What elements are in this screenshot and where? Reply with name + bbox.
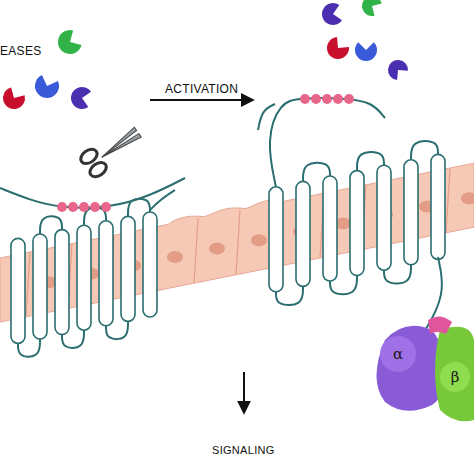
subunit-label: α	[380, 336, 416, 372]
tethered-ligand-bead	[322, 94, 332, 104]
figure-label: SIGNALING	[212, 444, 275, 456]
cell-nucleus	[209, 243, 225, 255]
subunit-shape	[380, 336, 416, 372]
epithelium	[0, 163, 474, 322]
transmembrane-helix	[143, 212, 157, 317]
protease-icon	[69, 85, 91, 110]
transmembrane-helix	[77, 225, 91, 330]
transmembrane-helix	[55, 230, 69, 335]
cell-nucleus	[167, 251, 183, 263]
protease-icon	[323, 35, 352, 64]
transmembrane-helix	[431, 154, 445, 259]
tethered-ligand-bead	[79, 202, 89, 212]
transmembrane-helix	[121, 216, 135, 321]
activation-arrow	[150, 99, 252, 101]
transmembrane-helix	[33, 234, 47, 339]
protease-icon	[54, 27, 84, 58]
figure-label: EASES	[0, 44, 42, 58]
tethered-ligand-bead	[57, 202, 67, 212]
transmembrane-helix	[350, 171, 364, 276]
g-protein-gamma	[428, 316, 452, 334]
g-protein-subunit: α	[380, 336, 416, 372]
g-protein-beta	[435, 327, 474, 422]
g-protein-subunit: β	[440, 362, 470, 392]
par-receptor-active	[269, 141, 445, 305]
signaling-arrow	[243, 372, 245, 412]
transmembrane-helix	[99, 221, 113, 326]
protease-icon	[320, 2, 342, 27]
protease-icon	[355, 42, 377, 61]
cell-border	[194, 218, 198, 282]
subunit-label: β	[440, 362, 470, 392]
subunit-shape	[440, 362, 470, 392]
cell-border	[26, 252, 30, 316]
cell-layer	[0, 163, 474, 322]
scissors-icon	[78, 121, 146, 180]
cell-nucleus	[251, 234, 267, 246]
tethered-ligand-bead	[344, 94, 354, 104]
n-terminus	[258, 104, 275, 130]
n-terminus	[150, 190, 175, 210]
tethered-ligand-bead	[101, 202, 111, 212]
cell-border	[446, 168, 450, 232]
n-terminus	[270, 98, 385, 187]
protease-icon	[384, 56, 410, 82]
g-protein-alpha	[377, 326, 444, 411]
transmembrane-helix	[11, 238, 25, 343]
protease-icon	[358, 0, 383, 18]
transmembrane-helix	[323, 176, 337, 281]
transmembrane-helix	[269, 187, 283, 292]
transmembrane-helix	[296, 181, 310, 286]
protease-icon	[32, 74, 62, 101]
tethered-ligand-bead	[311, 94, 321, 104]
cell-nucleus	[461, 192, 474, 204]
figure-label: ACTIVATION	[165, 82, 238, 96]
transmembrane-helix	[404, 160, 418, 265]
par-receptor-inactive	[11, 199, 157, 357]
tethered-ligand-bead	[68, 202, 78, 212]
protease-icon	[0, 86, 27, 113]
tethered-ligand-bead	[333, 94, 343, 104]
tethered-ligand-bead	[90, 202, 100, 212]
tethered-ligand-bead	[300, 94, 310, 104]
transmembrane-helix	[377, 165, 391, 270]
cell-border	[236, 210, 240, 274]
